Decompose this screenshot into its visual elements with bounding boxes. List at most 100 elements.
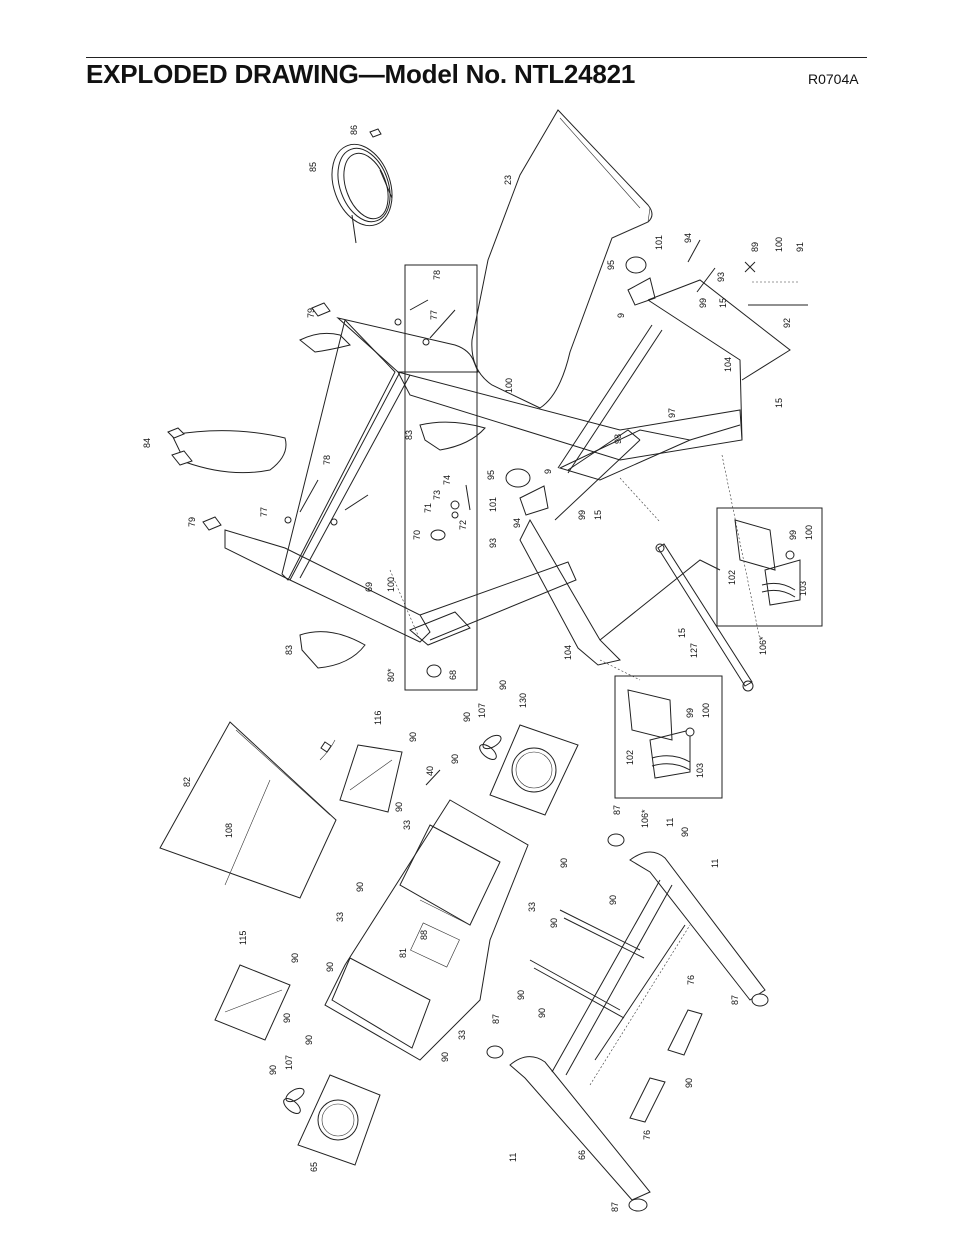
page-title: EXPLODED DRAWING—Model No. NTL24821: [86, 59, 636, 89]
callout-100: 100: [701, 703, 711, 718]
callout-97: 97: [667, 408, 677, 418]
callout-76: 76: [642, 1130, 652, 1140]
callout-33: 33: [457, 1030, 467, 1040]
fan-housing-lower: [214, 964, 291, 1041]
front-roller-parts: [505, 239, 716, 516]
callout-90: 90: [516, 990, 526, 1000]
callout-108: 108: [224, 823, 234, 838]
callout-70: 70: [412, 530, 422, 540]
callout-90: 90: [268, 1065, 278, 1075]
callout-15: 15: [718, 298, 728, 308]
end-caps: [486, 833, 769, 1212]
callout-69: 69: [364, 582, 374, 592]
callout-83: 83: [404, 430, 414, 440]
callout-78: 78: [322, 455, 332, 465]
callout-87: 87: [612, 805, 622, 815]
callout-102: 102: [625, 750, 635, 765]
callout-130: 130: [518, 693, 528, 708]
callout-82: 82: [182, 777, 192, 787]
callout-103: 103: [798, 581, 808, 596]
callout-15: 15: [774, 398, 784, 408]
callout-107: 107: [477, 703, 487, 718]
callout-90: 90: [304, 1035, 314, 1045]
callout-33: 33: [335, 912, 345, 922]
callout-90: 90: [355, 882, 365, 892]
callout-81: 81: [398, 948, 408, 958]
callout-100: 100: [386, 577, 396, 592]
callout-68: 68: [448, 670, 458, 680]
callout-127: 127: [689, 643, 699, 658]
callout-90: 90: [325, 962, 335, 972]
title-rule: [86, 57, 867, 58]
callout-99: 99: [577, 510, 587, 520]
callout-100: 100: [774, 237, 784, 252]
callout-104: 104: [563, 645, 573, 660]
callout-99: 99: [685, 708, 695, 718]
lower-frame: [224, 371, 741, 666]
callout-93: 93: [488, 538, 498, 548]
callout-104: 104: [723, 357, 733, 372]
callout-102: 102: [727, 570, 737, 585]
callout-65: 65: [309, 1162, 319, 1172]
base-frame: [509, 851, 766, 1201]
bolt-sets: [284, 299, 456, 526]
callout-87: 87: [491, 1014, 501, 1024]
callout-115: 115: [238, 931, 248, 945]
fasteners: [389, 261, 808, 786]
callout-94: 94: [683, 233, 693, 243]
callout-79: 79: [306, 308, 316, 318]
callout-90: 90: [549, 918, 559, 928]
callout-106: 106*: [758, 636, 768, 655]
callout-83: 83: [284, 645, 294, 655]
handrail-caps: [167, 302, 486, 669]
callout-77: 77: [429, 310, 439, 320]
callout-11: 11: [508, 1153, 518, 1162]
incline-motor: [655, 543, 754, 692]
callout-90: 90: [498, 680, 508, 690]
callout-87: 87: [610, 1202, 620, 1212]
callout-90: 90: [537, 1008, 547, 1018]
callout-116: 116: [373, 711, 383, 725]
callout-79: 79: [187, 517, 197, 527]
callout-90: 90: [440, 1052, 450, 1062]
callout-86: 86: [349, 125, 359, 135]
motor-hood: [324, 799, 529, 1061]
callout-106: 106*: [640, 809, 650, 828]
callout-71: 71: [423, 503, 433, 513]
fan-grille-upper: [489, 724, 579, 816]
callout-98: 98: [613, 434, 623, 444]
upper-frame: [281, 279, 791, 581]
fan-housing-upper: [339, 744, 403, 813]
callout-15: 15: [677, 628, 687, 638]
callout-33: 33: [402, 820, 412, 830]
callout-101: 101: [654, 235, 664, 250]
callout-95: 95: [606, 260, 616, 270]
callout-95: 95: [486, 470, 496, 480]
callout-9: 9: [543, 469, 553, 474]
callout-74: 74: [442, 475, 452, 485]
detail-box-80: [404, 264, 478, 691]
callout-73: 73: [432, 490, 442, 500]
callout-9: 9: [616, 313, 626, 318]
callout-90: 90: [684, 1078, 694, 1088]
callout-100: 100: [804, 525, 814, 540]
fan-grille-lower: [297, 1074, 381, 1166]
callout-90: 90: [394, 802, 404, 812]
callout-90: 90: [290, 953, 300, 963]
callout-92: 92: [782, 318, 792, 328]
callout-labels: 85 86 23 78 79 77 95 101 94 93 9 99 15 8…: [142, 125, 814, 1212]
callout-103: 103: [695, 763, 705, 778]
callout-91: 91: [795, 242, 805, 252]
callout-90: 90: [559, 858, 569, 868]
detail-box-106-lower: [614, 675, 723, 799]
callout-100: 100: [504, 378, 514, 393]
callout-11: 11: [665, 818, 675, 827]
callout-72: 72: [458, 520, 468, 530]
console-panel: [159, 721, 337, 899]
callout-93: 93: [716, 272, 726, 282]
callout-85: 85: [308, 162, 318, 172]
callout-90: 90: [608, 895, 618, 905]
callout-107: 107: [284, 1055, 294, 1070]
callout-78: 78: [432, 270, 442, 280]
